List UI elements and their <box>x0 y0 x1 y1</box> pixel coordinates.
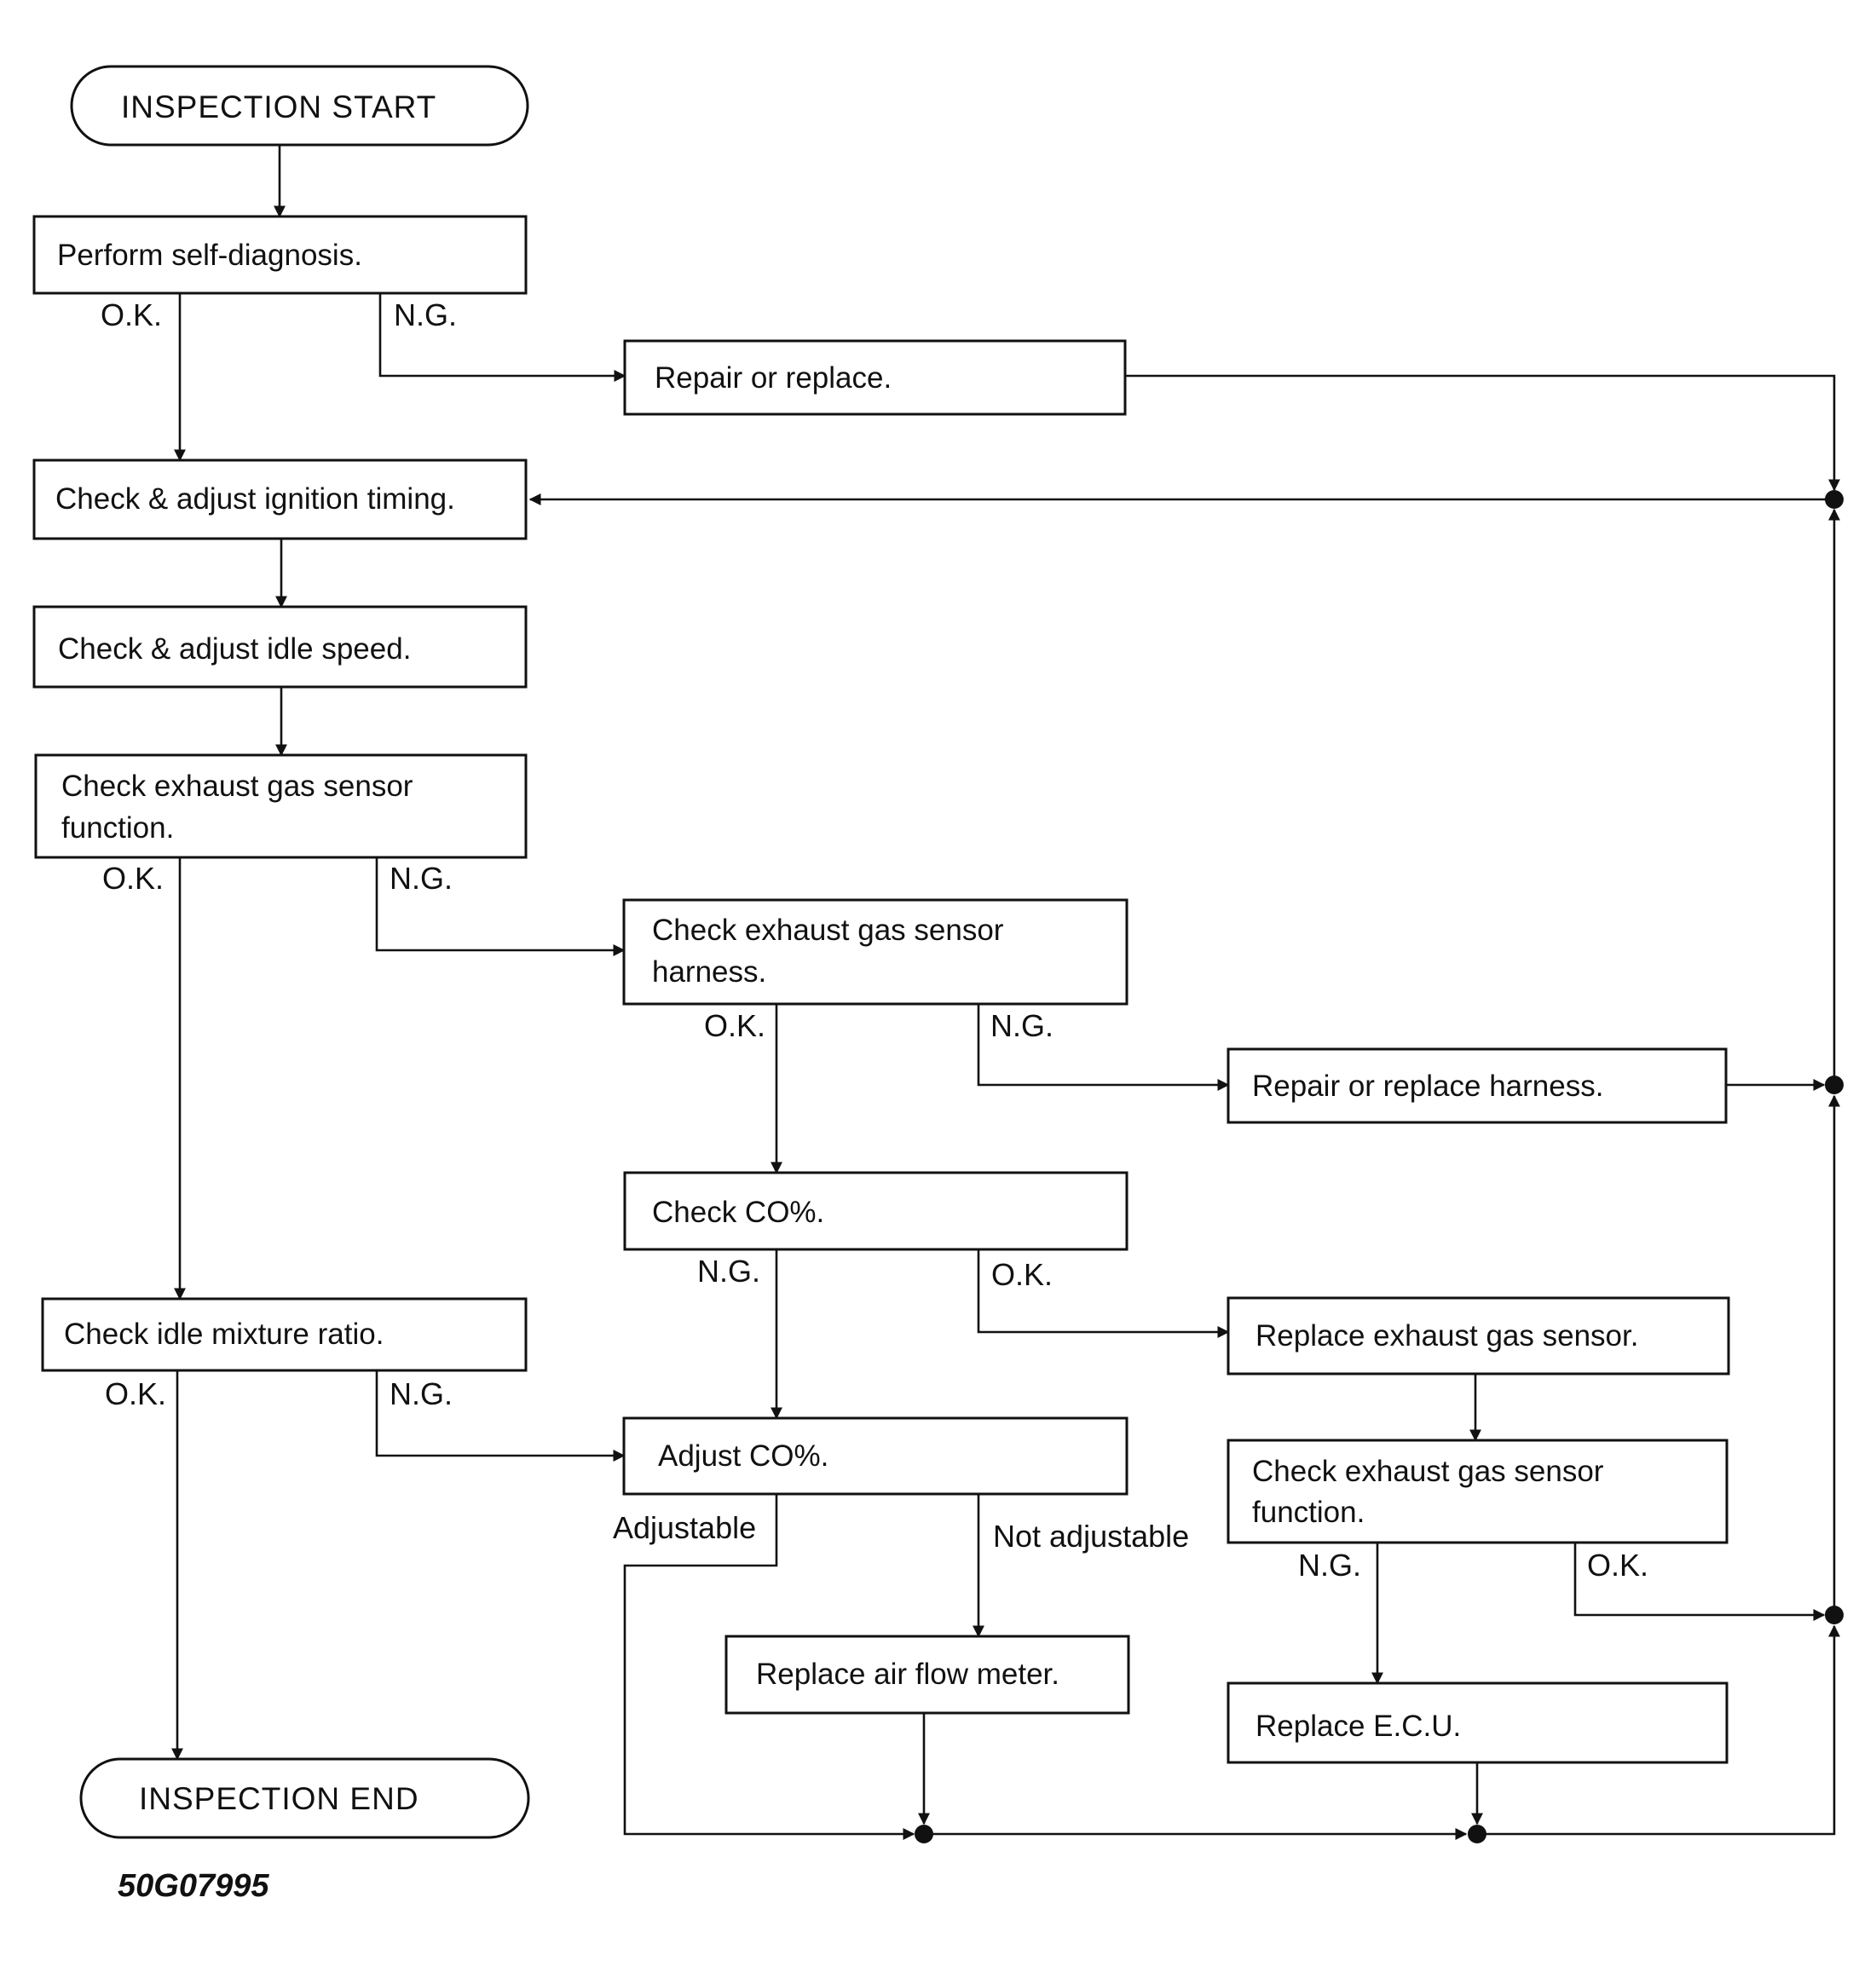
junction-rail-low <box>1825 1606 1844 1624</box>
step-adjust-co: Adjust CO%. <box>622 1416 1128 1496</box>
label-adjustable: Adjustable <box>613 1510 756 1545</box>
edge-function-check-ok <box>1573 1543 1826 1621</box>
step-replace-exhaust-sensor-text: Replace exhaust gas sensor. <box>1255 1319 1638 1353</box>
step-replace-afm: Replace air flow meter. <box>724 1635 1130 1715</box>
step-ignition-timing-text: Check & adjust ignition timing. <box>55 482 455 516</box>
step-idle-speed-text: Check & adjust idle speed. <box>58 632 411 666</box>
label-sensor-function-ok: O.K. <box>102 861 164 896</box>
edge-repair-to-rail <box>1125 374 1840 492</box>
junction-bottom-left <box>915 1825 933 1843</box>
end-terminal: INSPECTION END <box>79 1757 530 1839</box>
edge-harness-ng <box>977 1004 1230 1091</box>
step-idle-mixture-text: Check idle mixture ratio. <box>64 1318 384 1351</box>
step-exhaust-sensor-function: Check exhaust gas sensor function. <box>34 753 528 859</box>
start-label: INSPECTION START <box>121 89 436 124</box>
label-idle-mixture-ok: O.K. <box>105 1376 166 1411</box>
step-exhaust-sensor-function-2-line1: Check exhaust gas sensor <box>1252 1455 1604 1488</box>
start-terminal: INSPECTION START <box>70 65 529 147</box>
edge-bottom-to-rail <box>1477 1624 1840 1836</box>
junction-rail-mid <box>1825 1076 1844 1094</box>
step-repair-harness: Repair or replace harness. <box>1227 1047 1728 1124</box>
label-harness-ng: N.G. <box>990 1008 1053 1043</box>
edge-adjust-co-adjustable <box>623 1494 915 1840</box>
label-check-co-ok: O.K. <box>991 1257 1053 1292</box>
edge-self-diagnosis-ng <box>378 291 626 382</box>
label-function-check-ok: O.K. <box>1587 1548 1648 1583</box>
junctions <box>915 490 1844 1843</box>
step-exhaust-sensor-harness-line2: harness. <box>652 955 766 989</box>
label-self-diagnosis-ng: N.G. <box>394 297 457 332</box>
edge-check-co-ok <box>977 1249 1230 1338</box>
junction-rail-top <box>1825 490 1844 509</box>
step-exhaust-sensor-harness-line1: Check exhaust gas sensor <box>652 914 1004 947</box>
step-idle-speed: Check & adjust idle speed. <box>32 605 528 689</box>
step-replace-ecu: Replace E.C.U. <box>1227 1681 1729 1764</box>
step-self-diagnosis: Perform self-diagnosis. <box>32 215 528 295</box>
label-idle-mixture-ng: N.G. <box>390 1376 453 1411</box>
step-replace-afm-text: Replace air flow meter. <box>756 1658 1059 1691</box>
edge-sensor-function-ng <box>375 857 626 956</box>
label-function-check-ng: N.G. <box>1298 1548 1361 1583</box>
step-exhaust-sensor-function-line2: function. <box>61 811 174 845</box>
edge-labels: O.K. N.G. O.K. N.G. O.K. N.G. N.G. O.K. … <box>101 297 1648 1583</box>
label-not-adjustable: Not adjustable <box>993 1519 1189 1554</box>
step-exhaust-sensor-function-2-line2: function. <box>1252 1496 1365 1529</box>
label-self-diagnosis-ok: O.K. <box>101 297 162 332</box>
step-adjust-co-text: Adjust CO%. <box>658 1439 828 1473</box>
step-check-co: Check CO%. <box>623 1171 1128 1251</box>
step-exhaust-sensor-harness: Check exhaust gas sensor harness. <box>622 898 1128 1006</box>
connectors <box>171 145 1840 1840</box>
step-ignition-timing: Check & adjust ignition timing. <box>32 459 528 540</box>
figure-id: 50G07995 <box>118 1868 269 1904</box>
end-label: INSPECTION END <box>139 1781 419 1816</box>
edge-idle-mixture-ng <box>375 1370 626 1462</box>
label-harness-ok: O.K. <box>704 1008 765 1043</box>
junction-bottom-right <box>1468 1825 1486 1843</box>
step-replace-exhaust-sensor: Replace exhaust gas sensor. <box>1227 1296 1730 1376</box>
step-repair-or-replace-text: Repair or replace. <box>655 361 892 395</box>
step-repair-harness-text: Repair or replace harness. <box>1252 1070 1603 1103</box>
step-exhaust-sensor-function-2: Check exhaust gas sensor function. <box>1227 1439 1729 1544</box>
step-check-co-text: Check CO%. <box>652 1196 824 1229</box>
step-exhaust-sensor-function-line1: Check exhaust gas sensor <box>61 770 413 803</box>
step-self-diagnosis-text: Perform self-diagnosis. <box>57 239 362 272</box>
step-replace-ecu-text: Replace E.C.U. <box>1255 1710 1461 1743</box>
label-sensor-function-ng: N.G. <box>390 861 453 896</box>
step-idle-mixture: Check idle mixture ratio. <box>41 1297 528 1372</box>
label-check-co-ng: N.G. <box>697 1254 760 1289</box>
step-repair-or-replace: Repair or replace. <box>623 339 1127 416</box>
